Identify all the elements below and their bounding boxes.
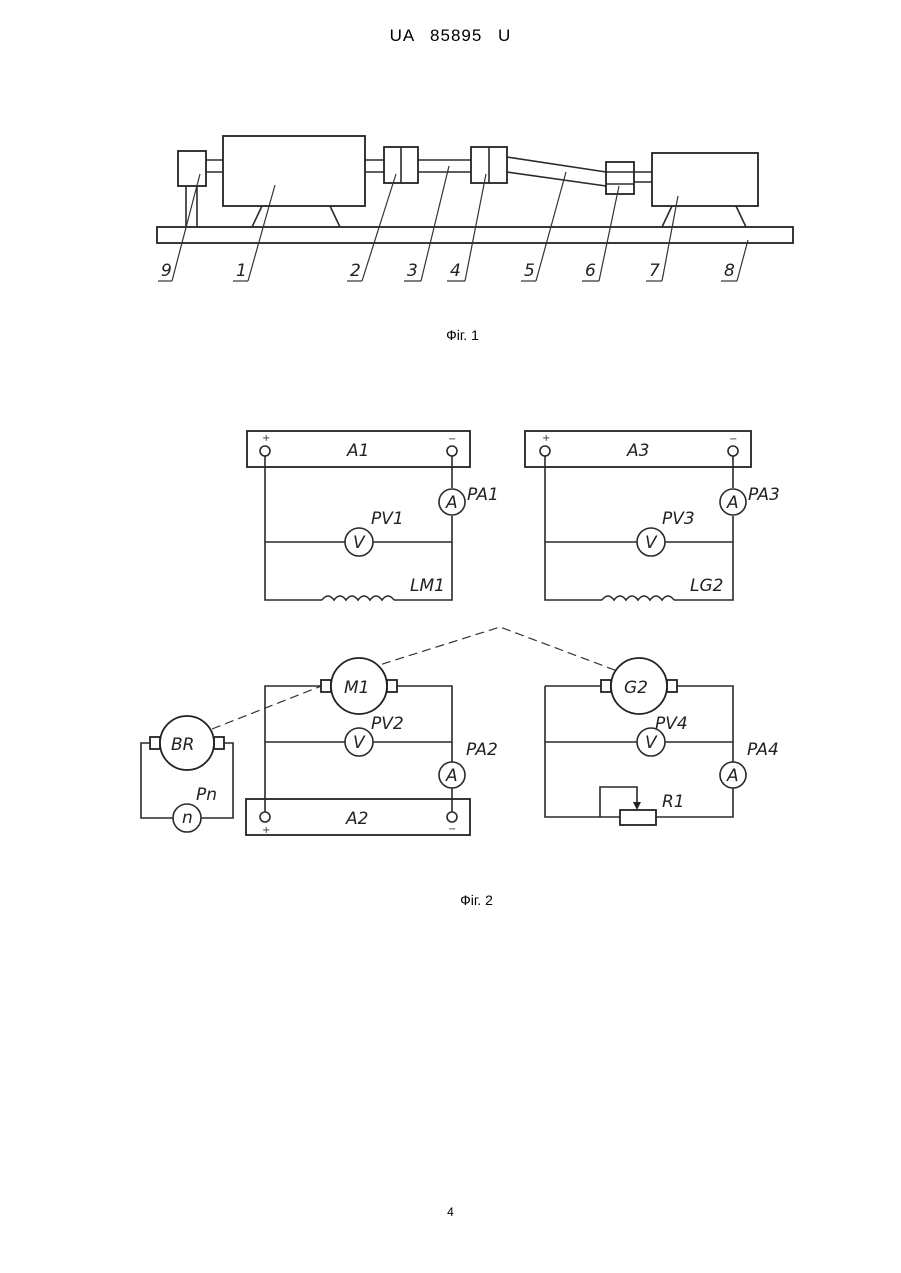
field-winding-lg2 [602,596,674,600]
svg-text:−: − [729,434,737,445]
fig2-electrical-schematic: A1 + − A PA1 V PV1 LM1 A3 + − A PA3 V [141,431,780,836]
fig1-position-labels: 9 1 2 3 4 5 6 7 8 [161,261,735,281]
label-8: 8 [724,261,735,281]
figure-2-caption: Фіг. 2 [26,892,901,908]
svg-text:A: A [445,766,458,786]
g2-label: G2 [624,678,648,698]
svg-text:A: A [445,493,458,513]
pa4-label: PA4 [747,740,779,760]
lg2-label: LG2 [690,576,723,596]
svg-text:V: V [645,533,658,553]
pv3-label: PV3 [662,509,695,529]
svg-text:+: + [262,825,270,836]
r1-label: R1 [662,792,685,812]
motor-1 [223,136,365,206]
figure-1-caption: Фіг. 1 [12,327,901,343]
cardan-shaft-5 [507,157,606,172]
label-1: 1 [236,261,247,281]
br-label: BR [171,735,194,755]
pv2-label: PV2 [371,714,404,734]
svg-text:V: V [353,733,366,753]
pa1-label: PA1 [467,485,499,505]
pv4-label: PV4 [655,714,688,734]
label-6: 6 [585,261,596,281]
motor-1-leg-left [252,206,262,227]
svg-text:−: − [448,434,456,445]
a3-label: A3 [626,441,649,461]
m1-label: M1 [344,678,369,698]
generator-7 [652,153,758,206]
pa2-label: PA2 [466,740,498,760]
pa3-label: PA3 [748,485,780,505]
label-7: 7 [649,261,660,281]
coupling-6 [606,162,634,194]
page-number: 4 [0,1205,901,1219]
svg-text:A: A [726,493,739,513]
fig1-mechanical-assembly: 9 1 2 3 4 5 6 7 8 [157,136,793,281]
motor-1-leg-right [330,206,340,227]
a2-label: A2 [345,809,368,829]
label-4: 4 [450,261,461,281]
svg-text:+: + [542,433,550,444]
pv1-label: PV1 [371,509,404,529]
svg-text:V: V [353,533,366,553]
label-9: 9 [161,261,172,281]
label-5: 5 [524,261,535,281]
mechanical-coupling-line [212,627,620,729]
svg-text:V: V [645,733,658,753]
sensor-9 [178,151,206,186]
field-winding-lm1 [322,596,394,600]
pn-label: Pn [196,785,217,805]
load-rheostat-r1 [620,810,656,825]
svg-text:A: A [726,766,739,786]
label-2: 2 [350,261,361,281]
svg-text:+: + [262,433,270,444]
svg-text:−: − [448,824,456,835]
label-3: 3 [407,261,418,281]
svg-text:n: n [182,808,193,828]
lm1-label: LM1 [410,576,445,596]
a1-label: A1 [346,441,369,461]
